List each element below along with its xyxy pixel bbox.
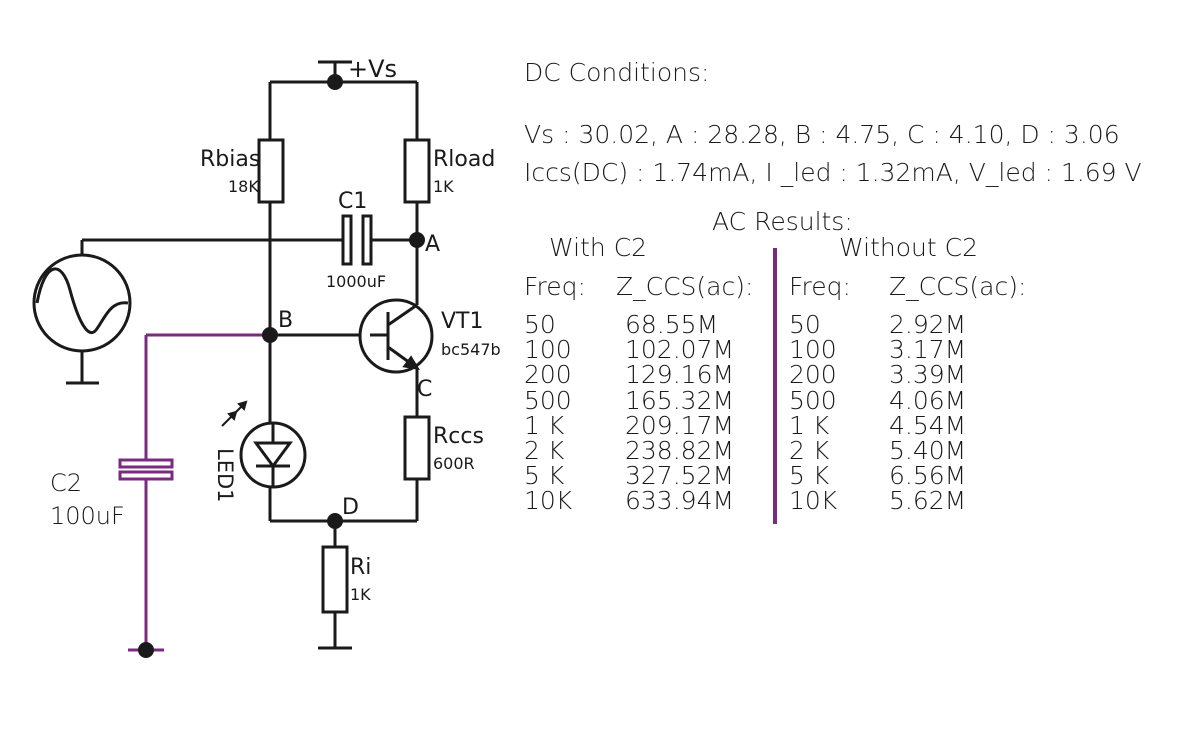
c1-value: 1000uF [326, 272, 386, 291]
without-c2-freq-cell: 500 [789, 385, 837, 415]
without-c2-z-header: Z_CCS(ac): [889, 272, 1027, 301]
rbias-value: 18K [228, 177, 259, 196]
vt1-value: bc547b [441, 340, 501, 359]
dc-line-1: Vs : 30.02, A : 28.28, B : 4.75, C : 4.1… [524, 120, 1120, 149]
with-c2-z-cell: 327.52M [625, 461, 735, 491]
with-c2-freq-cell: 50 [524, 310, 556, 339]
node-b-label: B [278, 308, 293, 333]
with-c2-freq-header: Freq: [524, 272, 586, 301]
ac-source-icon [32, 253, 132, 353]
without-c2-z-cell: 6.56M [889, 461, 967, 491]
ri-value: 1K [350, 585, 371, 604]
without-c2-freq-header: Freq: [789, 272, 851, 301]
without-c2-freq-cell: 2 K [789, 436, 830, 466]
with-c2-freq-cell: 10K [524, 486, 573, 516]
c2-name: C2 [50, 469, 82, 497]
c2-bypass-wires [128, 333, 270, 652]
c2-capacitor [118, 458, 174, 481]
without-c2-freq-cell: 200 [789, 360, 837, 390]
dc-line-2: Iccs(DC) : 1.74mA, I _led : 1.32mA, V_le… [524, 158, 1142, 187]
vt1-name: VT1 [441, 309, 484, 334]
node-a-label: A [425, 232, 440, 257]
rload-resistor [403, 138, 431, 204]
led-icon [239, 421, 307, 489]
without-c2-title: Without C2 [839, 233, 979, 262]
without-c2-z-cell: 5.62M [889, 486, 967, 516]
with-c2-freq-cell: 200 [524, 360, 572, 390]
dc-heading: DC Conditions: [524, 58, 710, 87]
ri-name: Ri [350, 555, 371, 580]
with-c2-z-cell: 165.32M [625, 385, 735, 415]
with-c2-title: With C2 [549, 233, 648, 262]
rload-name: Rload [433, 147, 495, 172]
with-c2-freq-cell: 100 [524, 335, 572, 365]
ri-resistor [321, 545, 349, 614]
ac-heading: AC Results: [712, 207, 853, 236]
supply-label: +Vs [348, 55, 397, 83]
led-light-arrows-icon [221, 400, 248, 427]
with-c2-freq-cell: 1 K [524, 410, 565, 440]
rbias-name: Rbias [200, 147, 260, 172]
with-c2-z-cell: 129.16M [625, 360, 735, 390]
c2-value: 100uF [50, 502, 125, 530]
with-c2-z-cell: 238.82M [625, 436, 735, 466]
results-divider [773, 248, 777, 524]
with-c2-z-header: Z_CCS(ac): [616, 272, 754, 301]
with-c2-freq-cell: 2 K [524, 436, 565, 466]
rccs-value: 600R [433, 454, 475, 473]
junction-dots [138, 74, 425, 658]
without-c2-z-cell: 5.40M [889, 436, 967, 466]
without-c2-z-cell: 4.06M [889, 385, 967, 415]
node-d-label: D [342, 495, 359, 520]
c1-name: C1 [338, 189, 367, 214]
rbias-resistor [257, 138, 285, 204]
without-c2-z-cell: 4.54M [889, 410, 967, 440]
without-c2-freq-cell: 1 K [789, 410, 830, 440]
without-c2-z-cell: 3.17M [889, 335, 967, 365]
without-c2-freq-cell: 10K [789, 486, 838, 516]
without-c2-freq-cell: 100 [789, 335, 837, 365]
rload-value: 1K [433, 177, 454, 196]
with-c2-z-cell: 102.07M [625, 335, 735, 365]
without-c2-z-cell: 2.92M [889, 310, 967, 339]
led-name: LED1 [213, 448, 237, 503]
rccs-resistor [403, 415, 431, 481]
with-c2-z-cell: 633.94M [625, 486, 735, 516]
without-c2-freq-cell: 5 K [789, 461, 830, 491]
without-c2-z-cell: 3.39M [889, 360, 967, 390]
without-c2-freq-cell: 50 [789, 310, 821, 339]
with-c2-z-cell: 68.55M [625, 310, 719, 339]
c1-capacitor [341, 214, 373, 266]
with-c2-freq-cell: 5 K [524, 461, 565, 491]
rccs-name: Rccs [433, 424, 484, 449]
with-c2-freq-cell: 500 [524, 385, 572, 415]
with-c2-z-cell: 209.17M [625, 410, 735, 440]
transistor-vt1-icon [358, 298, 434, 374]
node-c-label: C [417, 377, 432, 402]
